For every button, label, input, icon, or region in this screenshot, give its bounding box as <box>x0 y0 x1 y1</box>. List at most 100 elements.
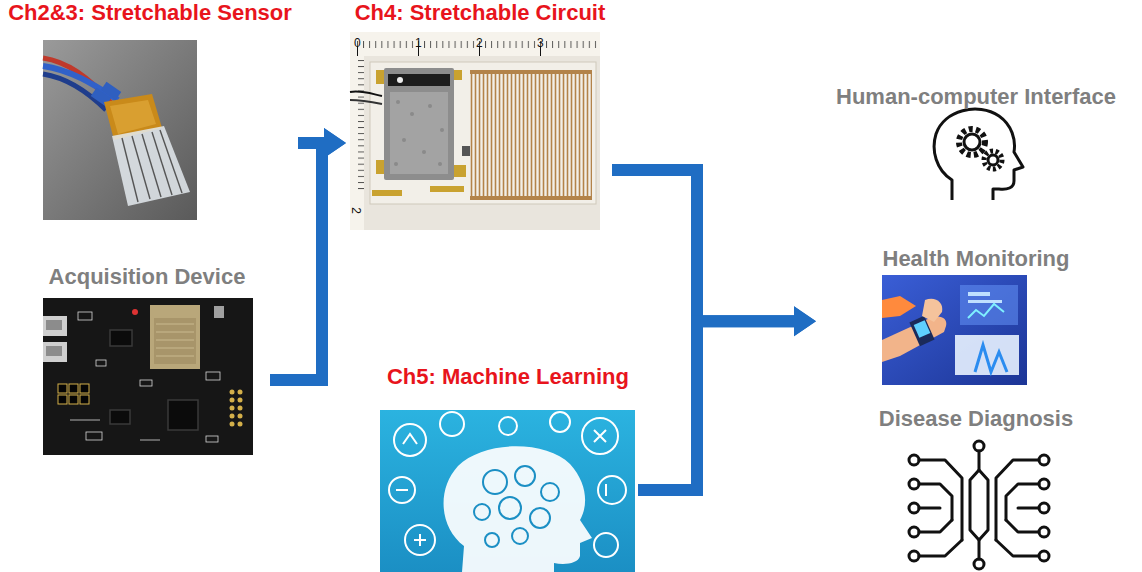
pcb-photo-part-part <box>230 406 235 411</box>
arrow-head <box>324 128 346 158</box>
arrow-head <box>794 306 816 336</box>
machine-learning-picture-part-part <box>396 489 408 491</box>
machine-learning-picture-part-part <box>594 533 618 557</box>
machine-learning-picture-part-part <box>594 430 606 442</box>
head-gear-icon <box>934 109 1023 200</box>
circuit-photo-part-part <box>372 190 402 196</box>
ruler-number: 0 <box>354 37 361 50</box>
circuit-photo-part <box>350 100 382 104</box>
circuit-photo-part-part <box>452 165 466 177</box>
chapter-panel: Ch4: Stretchable Circuit <box>348 0 612 232</box>
pcb-photo-part <box>230 390 243 427</box>
application-title: Disease Diagnosis <box>877 406 1075 432</box>
pcb-photo-part-part <box>238 390 243 395</box>
machine-learning-picture-part-part <box>499 417 517 435</box>
pcb-photo-part-part <box>156 332 194 333</box>
chapter-title: Ch4: Stretchable Circuit <box>353 0 608 26</box>
sensor-photo-part-part <box>142 134 161 197</box>
machine-learning-picture-part <box>396 430 606 546</box>
circuit-photo-part-part <box>438 162 442 166</box>
pcb-photo-part <box>214 306 224 318</box>
pcb-photo-part-part <box>230 422 235 427</box>
machine-learning-picture-part-part <box>394 424 426 456</box>
pcb-photo-part <box>46 346 62 356</box>
pcb-photo-part-part <box>86 432 102 440</box>
circuit-photo-part <box>394 100 444 166</box>
health-monitoring-picture-part <box>960 285 1018 325</box>
health-monitoring-picture-part <box>968 304 1004 318</box>
application-title: Health Monitoring <box>881 246 1072 272</box>
network-icon-part <box>919 484 952 520</box>
circuit-photo-part <box>470 196 592 200</box>
circuit-photo-part <box>370 62 596 204</box>
health-monitoring-picture-part <box>968 300 1002 303</box>
head-gear-icon-part <box>959 129 985 155</box>
network-icon-part <box>919 540 962 556</box>
machine-learning-picture-part <box>389 412 626 557</box>
pcb-photo-part-part <box>140 380 152 386</box>
circuit-photo-part-part <box>396 100 400 104</box>
pcb-photo-part <box>110 330 132 346</box>
chapter-title: Ch5: Machine Learning <box>385 364 631 390</box>
health-monitoring-picture-part <box>882 316 946 362</box>
pcb-photo-part <box>154 318 196 364</box>
network-icon-part <box>996 540 1039 556</box>
circuit-photo-part-part <box>440 128 444 132</box>
machine-learning-picture-part-part <box>485 533 499 547</box>
pcb-photo-part-part <box>140 440 160 441</box>
head-gear-icon-part <box>988 155 998 165</box>
network-icon-part <box>970 451 979 559</box>
pcb-photo-part-part <box>230 398 235 403</box>
device-panel: Acquisition Device <box>24 264 270 458</box>
sensor-photo-part-part <box>132 136 150 199</box>
pcb-photo-part-part <box>69 384 78 393</box>
pcb-photo-part <box>132 309 138 315</box>
machine-learning-picture-part-part <box>541 483 559 501</box>
head-gear-icon-part <box>934 109 1023 200</box>
ruler-mark: 3 <box>537 33 544 51</box>
circuit-photo-part <box>470 70 592 74</box>
pcb-photo-part-part <box>206 372 220 380</box>
health-monitoring-picture-part <box>968 292 990 296</box>
health-monitoring-picture-part <box>882 275 1027 385</box>
pcb-photo-part-part <box>156 324 194 325</box>
machine-learning-picture <box>380 410 635 572</box>
pcb-photo-part-part <box>80 395 89 404</box>
circuit-photo-part <box>384 68 454 180</box>
pcb-photo-part-part <box>156 340 194 341</box>
ruler-number: 1 <box>415 37 422 50</box>
flow-arrow <box>612 170 816 336</box>
arrow-shaft <box>270 143 326 380</box>
network-icon-part <box>1006 484 1039 520</box>
circuit-photo-part <box>350 32 600 56</box>
section-title: Acquisition Device <box>47 264 248 290</box>
circuit-photo-part <box>390 92 448 174</box>
arrow-shaft <box>638 321 796 490</box>
machine-learning-picture-part <box>474 466 559 547</box>
machine-learning-picture-part-part <box>414 534 426 546</box>
pcb-photo-part-part <box>96 360 106 366</box>
machine-learning-picture-part-part <box>598 476 626 504</box>
arrow-head <box>324 128 346 158</box>
circuit-photo-part <box>397 77 403 83</box>
circuit-photo-part-part <box>422 150 426 154</box>
sensor-photo-part-part <box>160 130 182 193</box>
network-icon-part <box>1006 520 1039 532</box>
pcb-photo-part-part <box>238 414 243 419</box>
health-monitoring-picture-part <box>955 335 1019 375</box>
machine-learning-picture-part <box>444 446 592 572</box>
pcb-photo-part-part <box>238 422 243 427</box>
network-icon-part <box>919 520 952 532</box>
circuit-photo-part-part <box>402 138 406 142</box>
pcb-photo-part-part <box>156 348 194 349</box>
pcb-photo-part-part <box>78 312 92 320</box>
health-monitoring-picture <box>882 275 1027 385</box>
circuit-photo-part <box>350 32 600 230</box>
application-panel: Health Monitoring <box>818 246 1134 388</box>
pcb-photo-part <box>43 342 67 362</box>
pcb-photo-part-part <box>230 414 235 419</box>
chapter-panel: Ch5: Machine Learning <box>378 364 638 572</box>
pcb-photo-part <box>70 312 220 442</box>
circuit-photo-part-part <box>428 104 432 108</box>
machine-learning-picture-part-part <box>582 418 618 454</box>
